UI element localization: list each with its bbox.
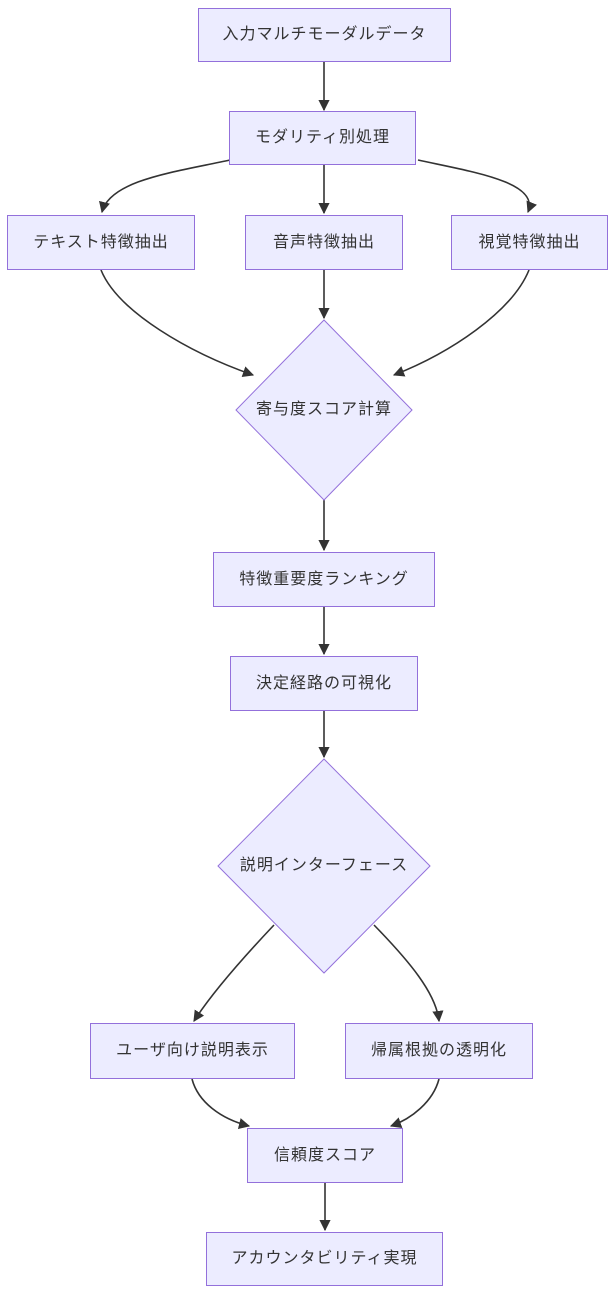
node-label: 帰属根拠の透明化 [370, 1042, 507, 1060]
node-label: テキスト特徴抽出 [33, 233, 169, 251]
node-visual-feature-extraction: 視覚特徴抽出 [451, 215, 608, 270]
node-text-feature-extraction: テキスト特徴抽出 [7, 215, 195, 270]
node-audio-feature-extraction: 音声特徴抽出 [245, 215, 403, 270]
node-label: ユーザ向け説明表示 [116, 1042, 269, 1060]
edge-explanation-to-userexp [193, 924, 275, 1022]
node-feature-importance-ranking: 特徴重要度ランキング [213, 552, 435, 607]
node-label: 音声特徴抽出 [272, 233, 375, 251]
node-label: 信頼度スコア [273, 1146, 376, 1164]
node-label: モダリティ別処理 [254, 129, 391, 147]
node-label: アカウンタビリティ実現 [231, 1250, 418, 1268]
node-label: 特徴重要度ランキング [239, 570, 409, 588]
node-shape-explanation-interface [217, 758, 431, 974]
edge-modality-to-text [99, 159, 231, 214]
edge-visual-to-contribution [392, 269, 530, 377]
edge-attribution-to-trust [389, 1078, 440, 1128]
node-attribution-transparency: 帰属根拠の透明化 [345, 1023, 533, 1079]
edge-explanation-to-attribution [373, 924, 444, 1023]
node-decision-path-visualization: 決定経路の可視化 [230, 656, 418, 711]
node-modality-processing: モダリティ別処理 [229, 111, 416, 165]
node-trust-score: 信頼度スコア [247, 1128, 403, 1183]
node-label: 決定経路の可視化 [255, 674, 392, 692]
node-shape-contribution-score-calc [235, 319, 413, 501]
node-label: 視覚特徴抽出 [478, 233, 581, 251]
node-user-facing-explanation: ユーザ向け説明表示 [90, 1023, 295, 1079]
node-input-multimodal-data: 入力マルチモーダルデータ [198, 8, 451, 62]
node-label: 入力マルチモーダルデータ [222, 26, 427, 44]
node-accountability-realization: アカウンタビリティ実現 [206, 1232, 443, 1286]
edge-text-to-contribution [100, 269, 255, 377]
edge-userexp-to-trust [191, 1078, 251, 1129]
edge-modality-to-visual [417, 159, 537, 214]
